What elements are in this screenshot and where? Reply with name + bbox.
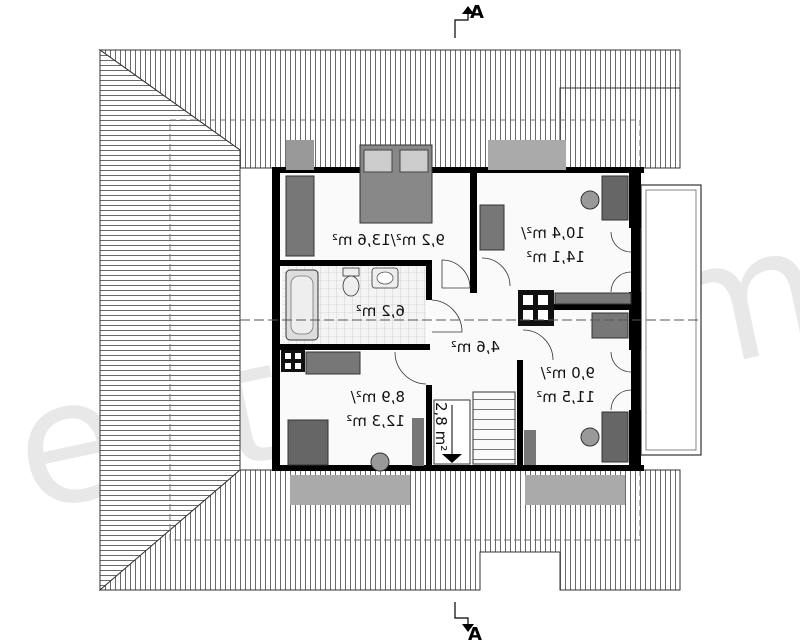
door-right-bottom [522,329,554,361]
area-bedroom-right-top-2: 14,1 m² [526,248,585,266]
wall-bath-top [280,260,430,266]
desk-right-top [601,175,629,221]
area-bathroom: 6,2 m² [356,302,405,320]
area-bedroom-left-2: 12,3 m² [346,412,405,430]
area-bedroom-main: 9,2 m²/13,6 m² [332,231,445,249]
area-stairs: 2,8 m² [432,402,450,451]
door-bedroom-main [441,259,471,289]
wall-closet-right [629,173,641,228]
chair-right-bottom [580,427,600,447]
section-label-bottom: A [468,624,482,641]
desk-left-bottom [287,419,329,466]
door-right-top [481,257,511,287]
window-door-balcony-bottom [610,351,632,411]
wall-right-rooms-divider [518,304,632,310]
door-bathroom [431,299,463,333]
wall-exterior-bottom [272,465,644,471]
door-left-bottom [394,351,427,385]
area-hall: 4,6 m² [451,338,500,356]
stairs-arrow [442,454,462,463]
section-label-top: A [470,2,484,23]
vent-block [281,350,305,372]
wall-center-upper [470,173,477,293]
wall-left-room-right [426,385,432,470]
roof-top-right [559,87,681,169]
area-bedroom-left-1: 8,9 m²/ [350,388,405,406]
wardrobe-right-bottom [591,312,629,339]
wardrobe-right-top [479,204,505,251]
wall-bath-right [426,260,432,300]
chair-left-bottom [370,452,390,472]
wall-right-vertical [517,360,523,470]
wall-bath-bottom [280,344,430,350]
wardrobe-left-top [285,175,315,257]
section-marker-top-line [454,10,469,38]
area-bedroom-right-bottom-2: 11,5 m² [536,388,595,406]
wardrobe-hall [554,292,632,305]
wall-exterior-top [272,167,644,173]
toilet [342,267,360,277]
area-bedroom-right-bottom-1: 9,0 m²/ [540,364,595,382]
staircase [472,391,516,465]
area-bedroom-right-top-1: 10,4 m²/ [520,224,585,242]
chair-right-top [580,190,600,210]
section-marker-bottom-line [454,602,469,628]
wardrobe-left-bottom [305,351,361,375]
window-door-balcony-top [610,231,632,293]
desk-right-bottom [601,411,629,463]
wall-exterior-left [272,167,280,471]
